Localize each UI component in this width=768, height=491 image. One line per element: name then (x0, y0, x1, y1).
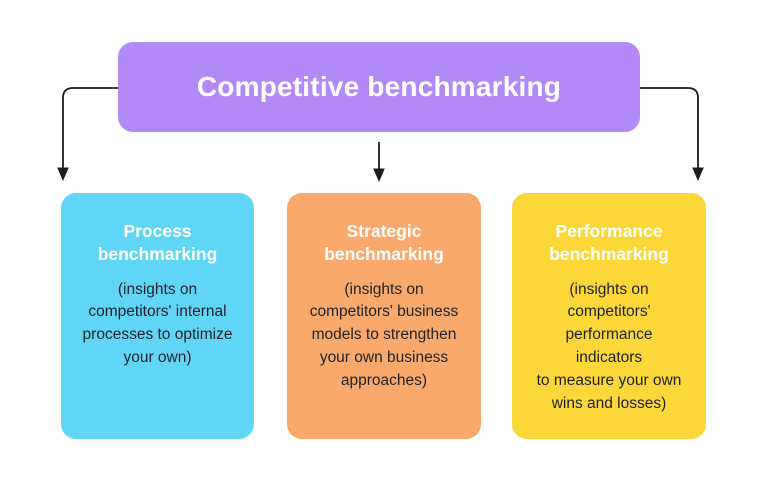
child-node-process-benchmarking: Process benchmarking (insights on compet… (61, 193, 254, 439)
child-node-performance-benchmarking: Performance benchmarking (insights on co… (512, 193, 706, 439)
child-node-body: (insights on competitors' performance in… (536, 280, 682, 413)
child-node-body: (insights on competitors' internal proce… (82, 280, 233, 367)
arrow-middle (373, 142, 385, 182)
arrow-right-head-icon (692, 167, 704, 181)
arrow-left-line (62, 87, 118, 169)
root-node-label: Competitive benchmarking (196, 71, 562, 102)
child-node-strategic-benchmarking: Strategic benchmarking (insights on comp… (287, 193, 481, 439)
child-node-title: Strategic benchmarking (324, 221, 444, 264)
arrow-right-line (640, 87, 699, 169)
arrow-left (57, 87, 118, 181)
arrow-right (640, 87, 704, 181)
child-node-title: Performance benchmarking (549, 221, 669, 264)
root-node-competitive-benchmarking: Competitive benchmarking (118, 42, 640, 132)
child-node-title: Process benchmarking (97, 221, 218, 264)
child-node-body: (insights on competitors' business model… (309, 280, 459, 390)
arrow-middle-head-icon (373, 168, 385, 182)
arrow-left-head-icon (57, 167, 69, 181)
